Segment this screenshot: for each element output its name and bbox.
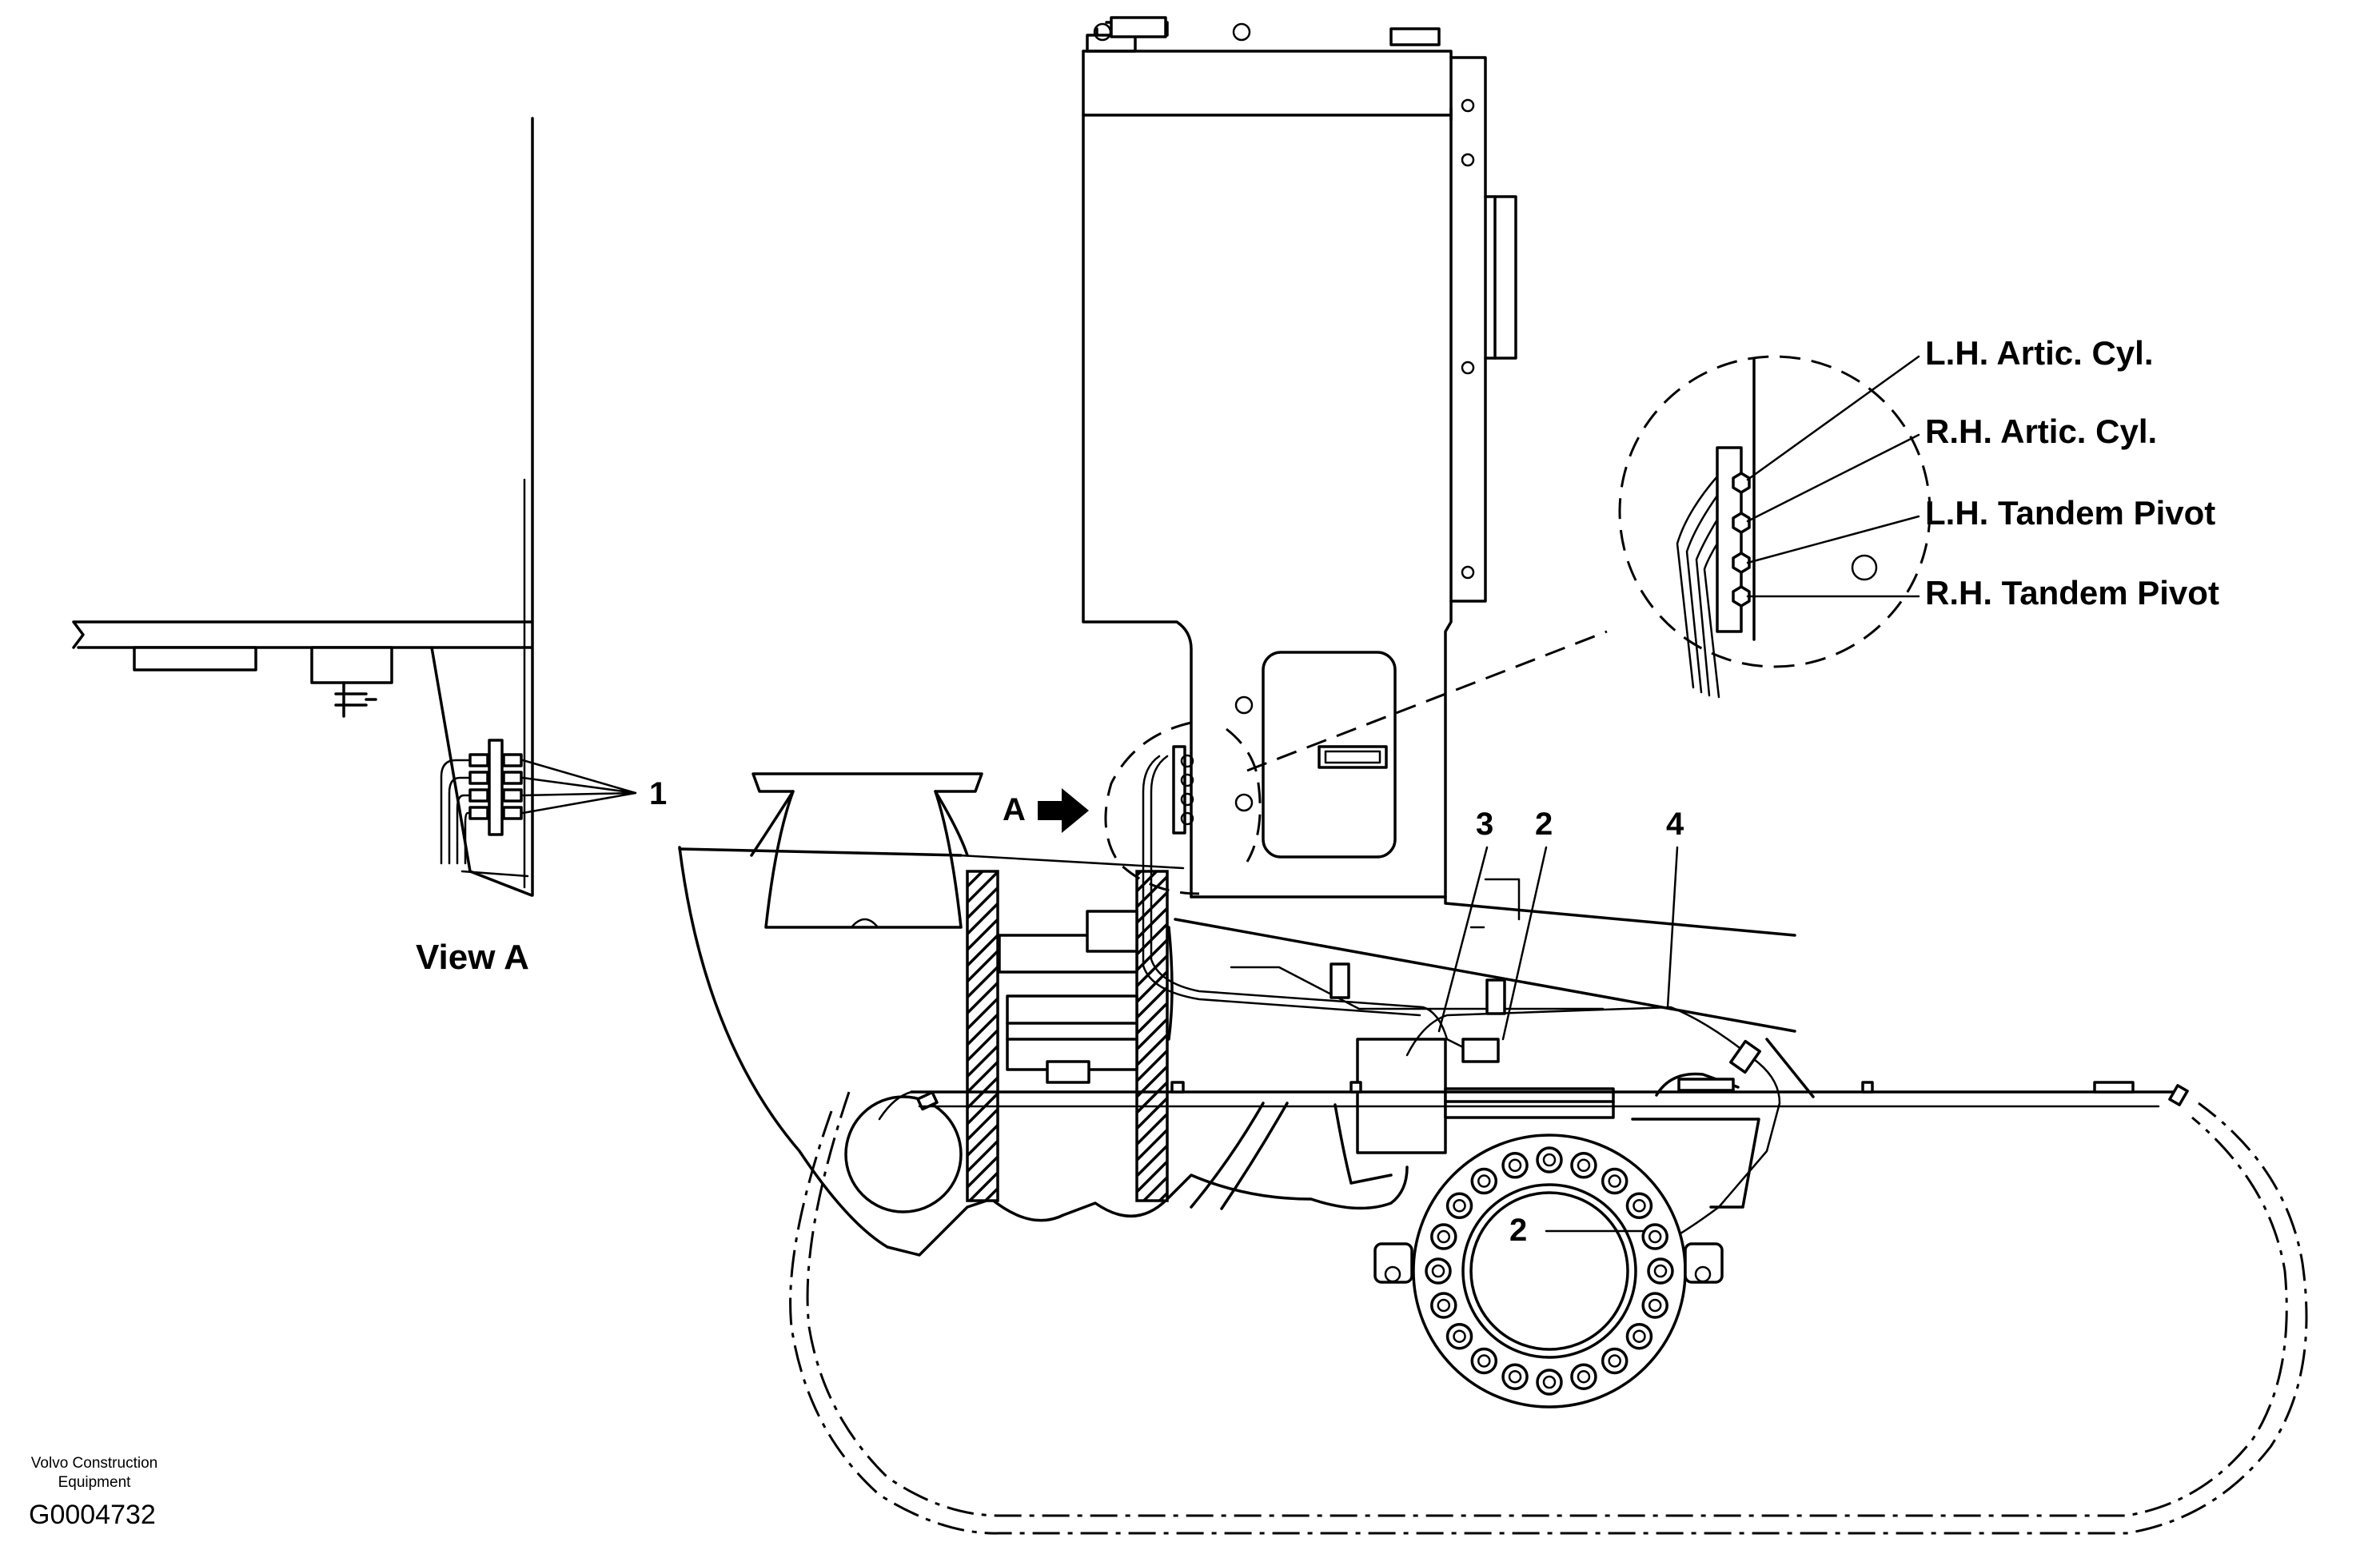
credit-line-2: Equipment <box>58 1474 132 1491</box>
sprocket-bolt <box>1430 1223 1457 1250</box>
figure-id: G0004732 <box>29 1500 156 1530</box>
detail-magnified-view <box>1618 355 1932 699</box>
sprocket-bolt-center <box>1508 1158 1522 1173</box>
sprocket-bolt-center <box>1648 1229 1662 1244</box>
callout-2-bottom: 2 <box>1509 1213 1527 1248</box>
sprocket-bolt <box>1425 1257 1452 1285</box>
sprocket-bolt <box>1501 1152 1529 1179</box>
sprocket-bolt <box>1570 1363 1597 1390</box>
sprocket-bolt <box>1601 1167 1629 1195</box>
sprocket-bolt <box>1445 1322 1473 1350</box>
sprocket-bolt-center <box>1437 1229 1451 1244</box>
machine-drawing <box>678 16 2308 1535</box>
view-marker-a: A <box>1003 792 1026 827</box>
hatched-plate-left <box>966 870 999 1202</box>
view-a-callout-1: 1 <box>649 776 667 811</box>
sprocket-bolt-center <box>1542 1375 1557 1389</box>
sprocket-bolt <box>1625 1192 1653 1220</box>
leader-3 <box>1437 846 1489 1033</box>
sprocket-bolt <box>1641 1223 1668 1250</box>
sprocket-bolt-center <box>1431 1264 1445 1278</box>
sprocket-bolt-center <box>1542 1153 1557 1167</box>
sprocket-bolt-center <box>1477 1174 1491 1188</box>
view-direction-arrow <box>1038 788 1089 833</box>
sprocket-bolt <box>1641 1292 1668 1319</box>
sprocket-bolt-center <box>1437 1298 1451 1313</box>
sprocket-bolt-center <box>1633 1329 1646 1343</box>
sprocket-bolt-center <box>1653 1264 1668 1278</box>
label-rh-tandem-pivot: R.H. Tandem Pivot <box>1925 574 2219 612</box>
leader-4 <box>1666 846 1679 1009</box>
leader-2-top <box>1501 846 1548 1041</box>
view-a-drawing <box>72 117 637 897</box>
label-rh-artic-cyl: R.H. Artic. Cyl. <box>1925 412 2157 450</box>
sprocket-bolt <box>1536 1369 1563 1396</box>
sprocket-bolt <box>1570 1152 1597 1179</box>
sprocket-bolt-center <box>1453 1199 1466 1213</box>
label-lh-artic-cyl: L.H. Artic. Cyl. <box>1925 334 2154 372</box>
sprocket-bolt-center <box>1608 1174 1621 1188</box>
sprocket-bolt <box>1470 1347 1498 1375</box>
sprocket-bolt <box>1430 1292 1457 1319</box>
callout-2-top: 2 <box>1535 807 1553 842</box>
view-a-caption: View A <box>416 938 529 977</box>
sprocket-bolt <box>1647 1257 1674 1285</box>
sprocket-bolt <box>1536 1146 1563 1173</box>
sprocket-bolt-center <box>1577 1369 1591 1384</box>
sprocket-bolt <box>1601 1347 1629 1375</box>
sprocket-bolt <box>1470 1167 1498 1195</box>
sprocket-bolt <box>1445 1192 1473 1220</box>
sprocket-bolt-center <box>1453 1329 1466 1343</box>
sprocket-bolt <box>1501 1363 1529 1390</box>
callout-4: 4 <box>1666 807 1684 842</box>
sprocket-bolt-center <box>1508 1369 1522 1384</box>
sprocket-bolt-center <box>1608 1354 1621 1368</box>
detail-grease-fittings <box>1732 472 1751 608</box>
sprocket-bolt-center <box>1577 1158 1591 1173</box>
callout-3: 3 <box>1476 807 1493 842</box>
sprocket-wheel <box>1412 1134 1687 1409</box>
sprocket-bolt <box>1625 1322 1653 1350</box>
label-lh-tandem-pivot: L.H. Tandem Pivot <box>1925 494 2215 532</box>
view-a-grease-fittings <box>468 753 523 820</box>
credit-line-1: Volvo Construction <box>31 1455 157 1472</box>
sprocket-bolt-center <box>1633 1199 1646 1213</box>
sprocket-bolt-center <box>1648 1298 1662 1313</box>
sprocket-bolt-center <box>1477 1354 1491 1368</box>
